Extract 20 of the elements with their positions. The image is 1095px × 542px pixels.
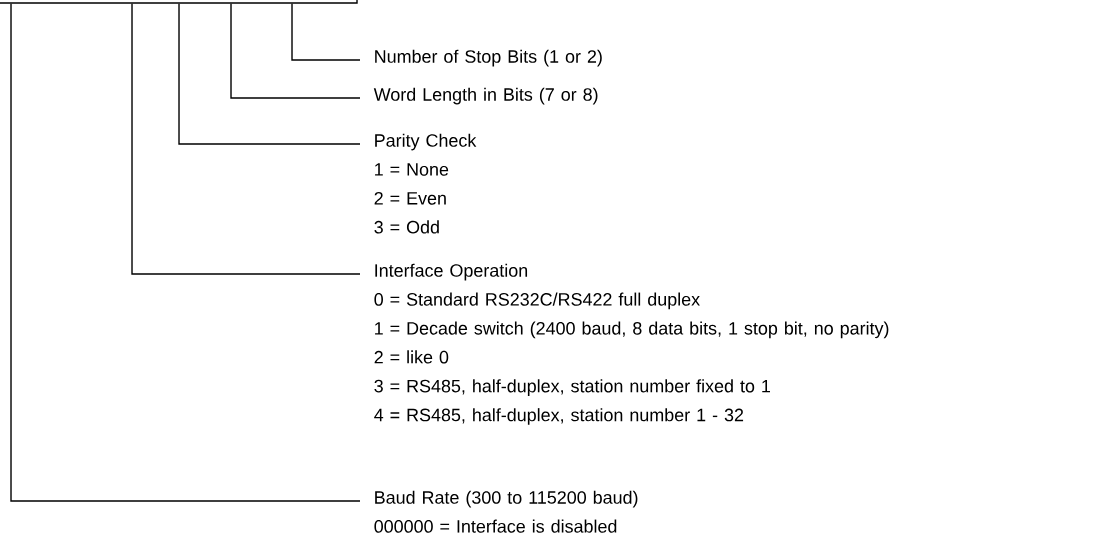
option-text: 3 = Odd <box>374 220 439 234</box>
leader-line <box>10 3 361 502</box>
option-text: 000000 = Interface is disabled <box>374 519 617 533</box>
leader-line <box>178 3 361 145</box>
option-text: 4 = RS485, half-duplex, station number 1 - 32 <box>374 408 744 425</box>
leader-line <box>230 3 361 99</box>
option-text: 1 = None <box>375 163 449 176</box>
heading-text: Baud Rate (300 to 115200 baud) <box>375 490 638 508</box>
heading-text: Interface Operation <box>375 263 528 281</box>
box-outline <box>0 0 358 4</box>
leader-line <box>291 3 361 61</box>
heading-text: Number of Stop Bits (1 or 2) <box>375 49 602 67</box>
heading-text: Word Length in Bits (7 or 8) <box>373 87 598 105</box>
heading-text: Parity Check <box>375 133 477 151</box>
leader-line <box>131 3 361 275</box>
option-text: 1 = Decade switch (2400 baud, 8 data bits, 1 stop bit, no parity) <box>375 321 889 339</box>
option-text: 3 = RS485, half-duplex, station number fixed to 1 <box>374 379 770 396</box>
option-text: 0 = Standard RS232C/RS422 full duplex <box>374 292 700 310</box>
option-text: 2 = like 0 <box>374 350 449 364</box>
option-text: 2 = Even <box>374 191 446 205</box>
